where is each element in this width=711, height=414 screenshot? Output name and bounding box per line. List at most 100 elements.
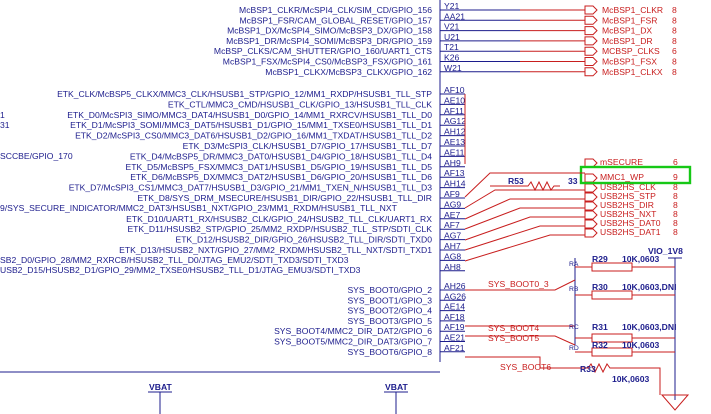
pin-function-label: McBSP1_CLKR/McSPI4_CLK/SIM_CD/GPIO_156 xyxy=(239,5,432,15)
pin-function-label: ETK_D0/McSPI3_SIMO/MMC3_DAT4/HSUSB1_D0/G… xyxy=(67,110,432,120)
boot-resistor-network: RA R29 10K,0603 RB R30 10K,0603,DNI RC R… xyxy=(465,246,690,411)
ball-label: T21 xyxy=(444,42,459,52)
pin-function-label: ETK_D4/McBSP5_DR/MMC3_DAT0/HSUSB1_D4/GPI… xyxy=(130,151,432,161)
r53-ref: R53 xyxy=(508,176,524,186)
vio-1v8-label: VIO_1V8 xyxy=(648,246,683,256)
r31-value: 10K,0603,DNI xyxy=(622,322,676,332)
ic-outline xyxy=(0,0,441,373)
truncated-label: 9/SYS_SECURE_INDICATOR/MMC2_DAT3/HSUSB1_… xyxy=(0,203,398,213)
net-ref-number: 8 xyxy=(673,182,678,192)
pin-function-label: McBSP_CLKS/CAM_SHUTTER/GPIO_160/UART1_CT… xyxy=(214,46,432,56)
net-sys-boot6: SYS_BOOT6 xyxy=(500,362,551,372)
ball-label: AE11 xyxy=(444,147,465,157)
ball-label: U21 xyxy=(444,32,460,42)
r29-ref: R29 xyxy=(592,254,608,264)
net-ref-number: 8 xyxy=(673,209,678,219)
net-flag-icon xyxy=(584,26,598,36)
ball-label: Y21 xyxy=(444,1,460,11)
net-label: McBSP1_CLKX xyxy=(602,67,663,77)
ball-label: AE14 xyxy=(444,302,465,312)
pin-function-label: SYS_BOOT1/GPIO_3 xyxy=(347,295,432,305)
r29-value: 10K,0603 xyxy=(622,254,659,264)
net-ref-number: 8 xyxy=(672,57,677,67)
net-flag-icon xyxy=(584,201,598,211)
truncated-label: 1 xyxy=(0,110,5,120)
net-ref-number: 6 xyxy=(672,46,677,56)
ball-label: AG8 xyxy=(444,251,461,261)
net-flag-icon xyxy=(584,173,598,183)
net-flag-icon xyxy=(584,15,598,25)
net-sys-boot0-3: SYS_BOOT0_3 xyxy=(488,279,549,289)
pin-function-label: McBSP1_FSR/CAM_GLOBAL_RESET/GPIO_157 xyxy=(240,15,433,25)
pin-function-label: McBSP1_FSX/McSPI4_CS0/McBSP3_FSX/GPIO_16… xyxy=(223,57,432,67)
ball-label: AF11 xyxy=(444,106,464,116)
pin-function-label: McBSP1_DX/McSPI4_SIMO/McBSP3_DX/GPIO_158 xyxy=(227,26,432,36)
ball-label: AH14 xyxy=(444,179,466,189)
net-label: USB2HS_STP xyxy=(600,191,656,201)
pin-function-label: McBSP1_DR/McSPI4_SOMI/McBSP3_DR/GPIO_159 xyxy=(226,36,432,46)
truncated-label: SCCBE/GPIO_170 xyxy=(0,151,73,161)
net-label: MMC1_WP xyxy=(600,172,644,182)
ball-label: AE21 xyxy=(444,333,465,343)
vbat-supplies: VBAT VBAT xyxy=(148,382,409,414)
ball-label: AG26 xyxy=(444,291,466,301)
net-ref-number: 8 xyxy=(672,67,677,77)
pin-function-label: SYS_BOOT2/GPIO_4 xyxy=(347,306,432,316)
net-flag-icon xyxy=(584,67,598,77)
pin-function-label: SYS_BOOT6/GPIO_8 xyxy=(347,347,432,357)
ball-label: W21 xyxy=(444,63,462,73)
net-flag-icon xyxy=(584,5,598,15)
ball-label: AA21 xyxy=(444,11,465,21)
pin-function-label: ETK_D6/McBSP5_DX/MMC3_DAT2/HSUSB1_D6/GPI… xyxy=(130,172,432,182)
pin-function-label: ETK_D12/HSUSB2_DIR/GPIO_26/HSUSB2_TLL_DI… xyxy=(176,235,433,245)
net-flag-icon xyxy=(584,36,598,46)
net-ref-number: 8 xyxy=(673,200,678,210)
ball-label: K26 xyxy=(444,53,460,63)
r32-ref: R32 xyxy=(592,340,608,350)
net-ref-number: 6 xyxy=(673,157,678,167)
ball-label: AH12 xyxy=(444,127,466,137)
ball-label: AG7 xyxy=(444,231,461,241)
pin-function-label: SYS_BOOT5/MMC2_DIR_DAT3/GPIO_7 xyxy=(274,337,432,347)
r33-ref: R33 xyxy=(580,364,596,374)
ball-label: AG12 xyxy=(444,116,466,126)
ball-label: AH9 xyxy=(444,158,461,168)
net-flag-icon xyxy=(584,228,598,238)
net-flag-icon xyxy=(584,210,598,220)
pin-function-label: ETK_D10/UART1_RX/HSUSB2_CLK/GPIO_24/HSUS… xyxy=(126,214,432,224)
usb-fanout-wires xyxy=(464,189,585,262)
ball-label: AF13 xyxy=(444,168,465,178)
net-label: McBSP1_DX xyxy=(602,26,652,36)
pin-function-label: ETK_D11/HSUSB2_STP/GPIO_25/MM2_RXDP/HSUS… xyxy=(127,224,432,234)
pin-function-label: ETK_D7/McSPI3_CS1/MMC3_DAT7/HSUSB1_D3/GP… xyxy=(69,183,433,193)
net-label: USB2HS_DAT0 xyxy=(600,218,661,228)
pin-function-label: ETK_D8/SYS_DRM_MSECURE/HSUSB1_DIR/GPIO_2… xyxy=(137,193,432,203)
net-label: McBSP1_DR xyxy=(602,36,653,46)
pin-function-label: ETK_D5/McBSP5_FSX/MMC3_DAT1/HSUSB1_D5/GP… xyxy=(126,162,433,172)
boot-net-labels: SYS_BOOT0_3 SYS_BOOT4 SYS_BOOT5 SYS_BOOT… xyxy=(488,279,551,372)
ball-label: AE10 xyxy=(444,95,465,105)
etk-pin-group: ETK_CLK/McBSP5_CLKX/MMC3_CLK/HSUSB1_STP/… xyxy=(57,85,466,272)
ball-label: AH8 xyxy=(444,262,461,272)
mcbsp-pin-group: McBSP1_CLKR/McSPI4_CLK/SIM_CD/GPIO_156 Y2… xyxy=(214,1,677,77)
r30-ref: R30 xyxy=(592,282,608,292)
net-label: McBSP1_CLKR xyxy=(602,5,663,15)
net-sys-boot4: SYS_BOOT4 xyxy=(488,323,539,333)
net-label: McBSP1_FSR xyxy=(602,15,657,25)
net-ref-number: 8 xyxy=(673,227,678,237)
pin-function-label: ETK_CTL/MMC3_CMD/HSUSB1_CLK/GPIO_13/HSUS… xyxy=(168,99,432,109)
pin-function-label: ETK_D3/McSPI3_CLK/HSUSB1_D7/GPIO_17/HSUS… xyxy=(183,141,433,151)
net-ref-number: 8 xyxy=(672,5,677,15)
net-label: USB2HS_CLK xyxy=(600,182,656,192)
truncated-label: 31 xyxy=(0,120,10,130)
r32-tag: RD xyxy=(569,345,579,352)
net-ref-number: 8 xyxy=(672,36,677,46)
vbat-left-label: VBAT xyxy=(149,382,173,392)
r31-ref: R31 xyxy=(592,322,608,332)
truncated-label: USB2_D15/HSUSB2_D1/GPIO_29/MM2_TXSE0/HSU… xyxy=(0,265,361,275)
ball-label: AH7 xyxy=(444,241,461,251)
